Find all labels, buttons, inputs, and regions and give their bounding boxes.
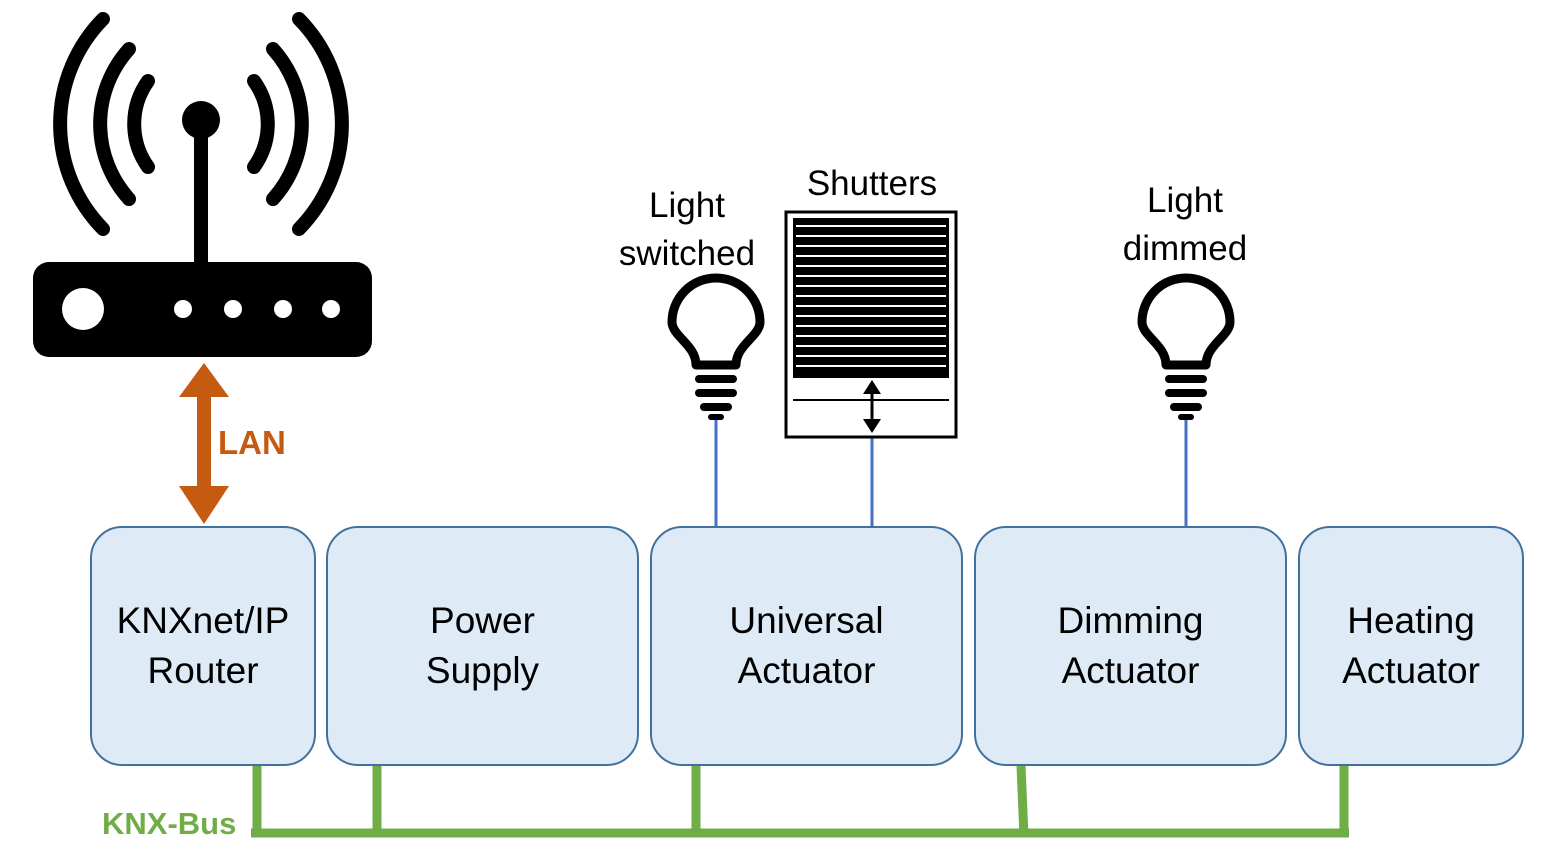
heating-actuator-module: Heating Actuator — [1298, 526, 1524, 766]
knxnet-ip-router-module: KNXnet/IP Router — [90, 526, 316, 766]
shutters-label: Shutters — [782, 160, 962, 208]
shutters-label-line1: Shutters — [806, 164, 938, 203]
light-switched-label-line1: Light — [649, 186, 725, 225]
dimming-actuator-module: Dimming Actuator — [974, 526, 1287, 766]
light-dimmed-label: Light dimmed — [1095, 177, 1275, 273]
light-switched-label-line2: switched — [618, 234, 756, 273]
light-switched-label: Light switched — [597, 182, 777, 278]
lan-label: LAN — [218, 424, 286, 461]
knx-bus-line — [251, 765, 1349, 838]
module-label-line1: Heating — [1347, 600, 1475, 641]
light-bulb-dimmed-icon — [1137, 273, 1235, 420]
module-label-line2: Router — [147, 650, 259, 691]
module-label-line1: KNXnet/IP — [116, 600, 290, 641]
light-bulb-switched-icon — [667, 273, 765, 420]
module-label-line2: Actuator — [737, 650, 876, 691]
module-label-line2: Actuator — [1342, 650, 1480, 691]
light-dimmed-label-line2: dimmed — [1122, 229, 1248, 268]
knx-bus-label: KNX-Bus — [102, 806, 237, 841]
module-label-line1: Universal — [729, 600, 884, 641]
lan-arrow — [179, 363, 229, 524]
wifi-router-icon — [33, 12, 372, 357]
module-label-line1: Dimming — [1057, 600, 1204, 641]
power-supply-module: Power Supply — [326, 526, 639, 766]
shutters-icon — [784, 210, 958, 439]
module-label-line2: Supply — [425, 650, 540, 691]
universal-actuator-module: Universal Actuator — [650, 526, 963, 766]
light-dimmed-label-line1: Light — [1147, 181, 1223, 220]
module-label-line1: Power — [430, 600, 535, 641]
module-label-line2: Actuator — [1061, 650, 1200, 691]
